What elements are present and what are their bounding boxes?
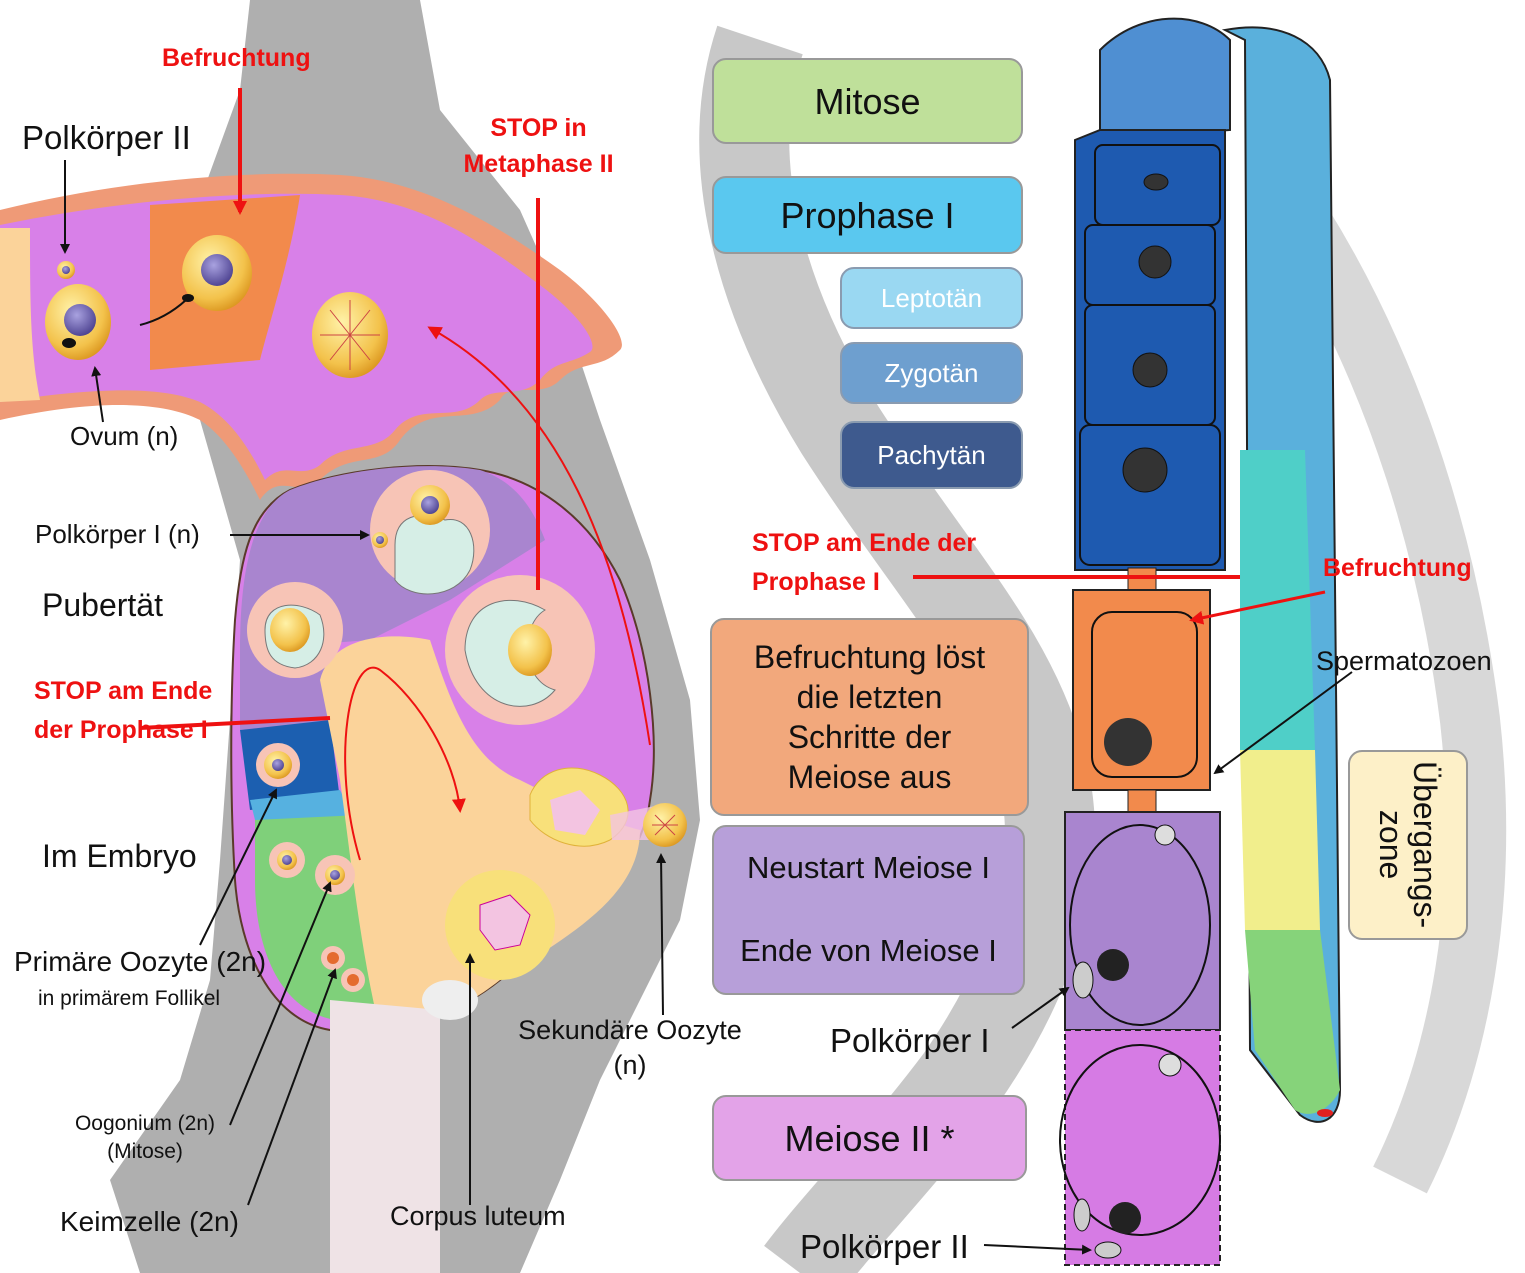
spermatozoen-label: Spermatozoen [1316,646,1492,678]
zygotaen-box: Zygotän [840,342,1023,404]
ende-meiose-label: Ende von Meiose I [740,932,997,971]
stop-prophase-left-label: STOP am Ende der Prophase I [34,672,244,750]
polkoerper2-left-label: Polkörper II [22,119,191,158]
neustart-label: Neustart Meiose I [747,849,990,888]
ovum-label: Ovum (n) [70,421,178,452]
pachytaen-box: Pachytän [840,421,1023,489]
meiose2-box: Meiose II * [712,1095,1027,1181]
oogonium-label: Oogonium (2n) (Mitose) [55,1110,235,1167]
uebergangszone-box: Übergangs- zone [1348,750,1468,940]
polkoerper2-right-label: Polkörper II [800,1228,969,1267]
befruchtung-loest-box: Befruchtung löst die letzten Schritte de… [710,618,1029,816]
keimzelle-label: Keimzelle (2n) [60,1205,239,1238]
uebergangszone-label: Übergangs- zone [1374,761,1441,928]
befruchtung-right-label: Befruchtung [1323,554,1472,584]
primaere-oozyte-label: Primäre Oozyte (2n) [14,945,266,978]
im-embryo-label: Im Embryo [42,838,197,876]
primaere-oozyte-sub-label: in primärem Follikel [38,987,220,1012]
stop-prophase-right-label: STOP am Ende der Prophase I [752,524,1022,602]
gonad [1060,19,1340,1265]
prophase-box: Prophase I [712,176,1023,254]
polkoerper1-right-label: Polkörper I [830,1022,990,1061]
meiose1-box: Neustart Meiose I Ende von Meiose I [712,825,1025,995]
befruchtung-top-label: Befruchtung [162,44,311,74]
sekundaere-oozyte-label: Sekundäre Oozyte (n) [500,1013,760,1083]
mitose-box: Mitose [712,58,1023,144]
pubertaet-label: Pubertät [42,587,163,625]
polkoerper1-n-label: Polkörper I (n) [35,519,200,550]
stop-metaphase-label: STOP in Metaphase II [446,110,631,183]
leptotaen-box: Leptotän [840,267,1023,329]
corpus-luteum-label: Corpus luteum [390,1201,566,1233]
